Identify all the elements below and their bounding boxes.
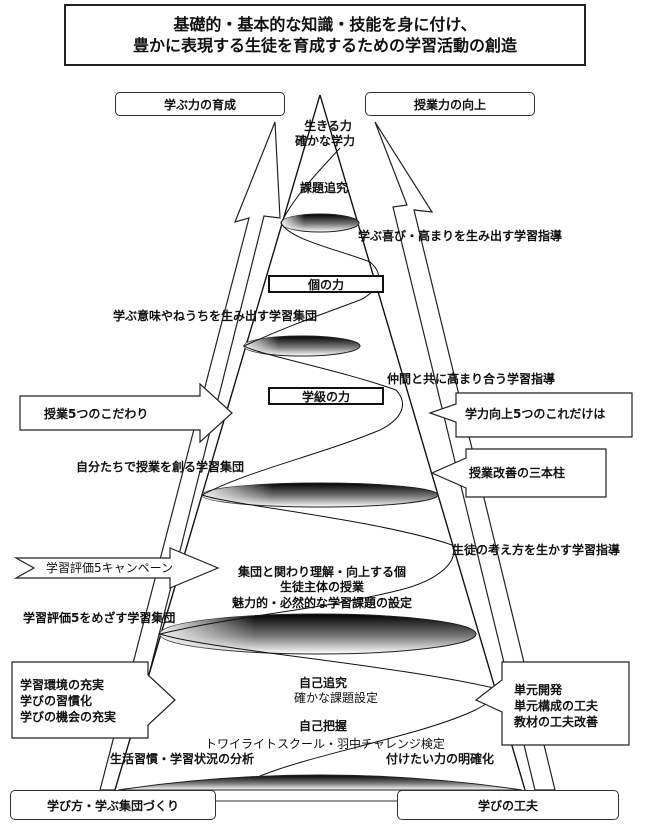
eval-campaign-arrow (13, 547, 220, 589)
lesson5-label: 授業5つのこだわり (44, 407, 149, 421)
ability5-label: 学力向上5つのこれだけは (465, 407, 606, 421)
apex-line-1: 生きる力 (304, 119, 352, 133)
env-arrow (11, 661, 176, 739)
center-self-grasp: 自己把握 (298, 719, 348, 733)
label-peers-guidance: 仲間と共に高まり合う学習指導 (387, 372, 556, 386)
top-box-left: 学ぶ力の育成 (115, 92, 285, 116)
center-life-analysis: 生活習慣・学習状況の分析 (110, 752, 255, 766)
center-firm-task: 確かな課題設定 (293, 691, 379, 705)
disc-base (117, 774, 523, 791)
label-inquiry: 課題追究 (300, 181, 349, 195)
top-box-right: 授業力の向上 (365, 92, 535, 116)
lesson5-arrow (19, 382, 233, 444)
center-self-inquiry: 自己追究 (298, 676, 348, 690)
env-line-1: 学習環境の充実 (20, 678, 105, 692)
class-power-box: 学級の力 (268, 387, 384, 405)
env-line-3: 学びの機会の充実 (20, 710, 117, 724)
center-attractive-tasks: 魅力的・必然的な学習課題の設定 (231, 596, 413, 610)
bottom-box-right: 学びの工夫 (397, 790, 619, 820)
unit-line-3: 教材の工夫改善 (514, 715, 599, 729)
unit-line-2: 単元構成の工夫 (514, 699, 599, 713)
disc-3 (201, 482, 439, 508)
ability5-arrow (428, 392, 633, 438)
env-label: 学習環境の充実 学びの習慣化 学びの機会の充実 (20, 677, 116, 725)
center-clarify-skills: 付けたい力の明確化 (386, 752, 495, 766)
disc-1 (280, 213, 360, 233)
three-pillars-label: 授業改善の三本柱 (469, 466, 566, 480)
label-student-ideas-guidance: 生徒の考え方を生かす学習指導 (452, 543, 621, 557)
title-line-2: 豊かに表現する生徒を育成するための学習活動の創造 (132, 36, 517, 55)
eval-campaign-label: 学習評価5キャンペーン (46, 561, 174, 575)
label-meaning-group: 学ぶ意味やねうちを生み出す学習集団 (113, 309, 318, 323)
apex-line-2: 確かな学力 (294, 134, 356, 148)
unit-arrow (474, 661, 630, 746)
bottom-box-left: 学び方・学ぶ集団づくり (10, 790, 216, 820)
unit-label: 単元開発 単元構成の工夫 教材の工夫改善 (514, 682, 598, 730)
env-line-2: 学びの習慣化 (20, 694, 93, 708)
title-line-1: 基礎的・基本的な知識・技能を身に付け、 (173, 15, 477, 34)
label-create-group: 自分たちで授業を創る学習集団 (76, 460, 245, 474)
disc-2 (243, 335, 361, 357)
center-student-led: 生徒主体の授業 (279, 580, 365, 594)
label-joy-guidance: 学ぶ喜び・高まりを生み出す学習指導 (358, 229, 563, 243)
center-twilight: トワイライトスクール・羽中チャレンジ検定 (205, 737, 445, 751)
three-pillars-arrow (430, 448, 607, 498)
unit-line-1: 単元開発 (514, 683, 563, 697)
title-box: 基礎的・基本的な知識・技能を身に付け、 豊かに表現する生徒を育成するための学習活… (64, 4, 586, 66)
individual-power-box: 個の力 (268, 275, 384, 293)
center-group-individual: 集団と関わり理解・向上する個 (237, 565, 407, 579)
disc-4 (159, 613, 477, 655)
label-eval5-group: 学習評価5をめざす学習集団 (23, 611, 176, 625)
